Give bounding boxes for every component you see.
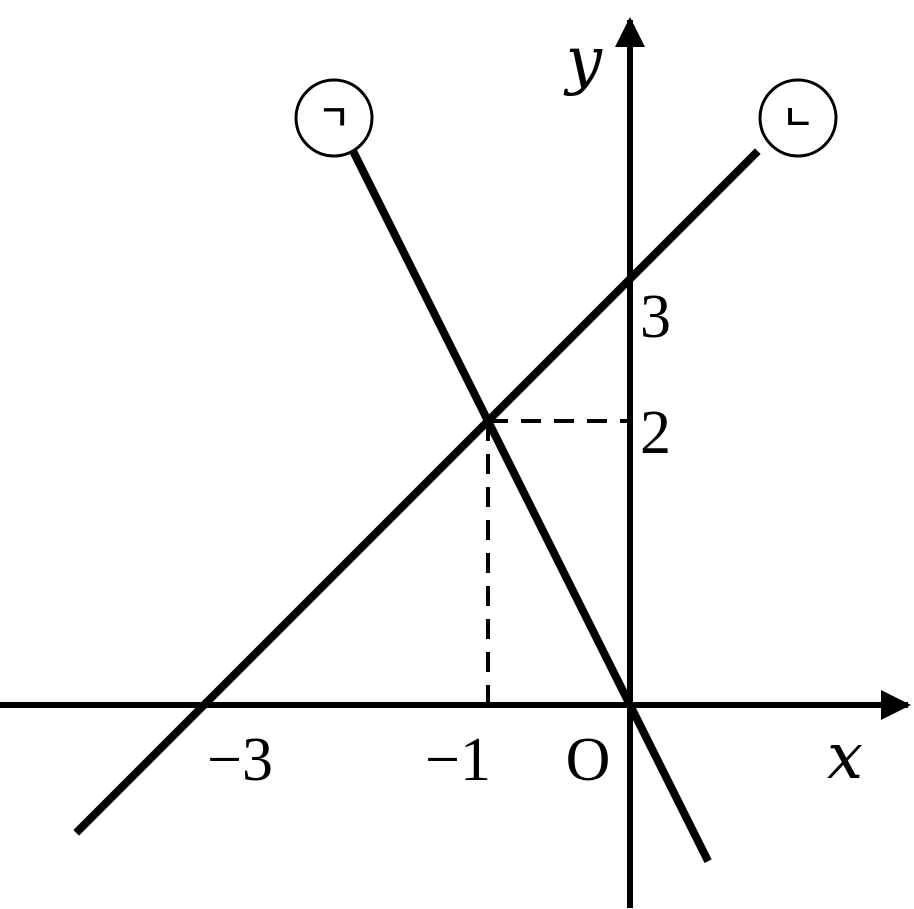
marker-giyeok-label: ㄱ xyxy=(318,99,349,139)
marker-giyeok: ㄱ xyxy=(294,78,374,158)
x-tick-label-neg3: −3 xyxy=(207,726,273,794)
x-axis-label: x xyxy=(827,720,863,794)
x-tick-label-neg1: −1 xyxy=(425,726,491,794)
line-nieun xyxy=(73,148,761,836)
y-axis-label: y xyxy=(563,24,603,98)
origin-label: O xyxy=(566,726,611,794)
line-giyeok xyxy=(349,149,712,863)
y-tick-label-3: 3 xyxy=(640,283,671,351)
marker-nieun-label: ㄴ xyxy=(782,99,813,139)
y-tick-label-2: 2 xyxy=(640,399,671,467)
marker-nieun: ㄴ xyxy=(758,78,838,158)
